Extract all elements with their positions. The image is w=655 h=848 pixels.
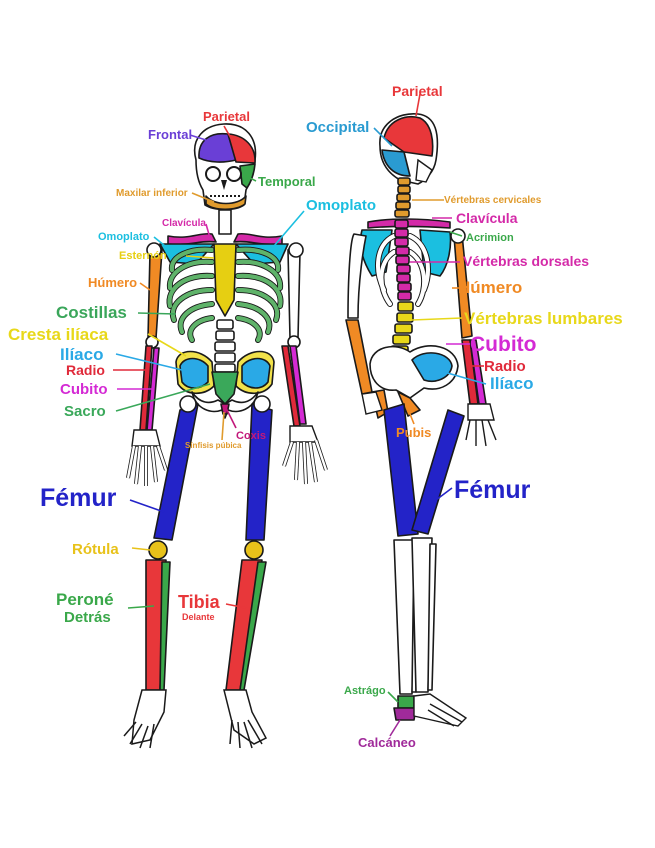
label-cubito-front: Cubito (60, 381, 107, 398)
label-vertebras-cervicales: Vértebras cervicales (444, 195, 542, 206)
label-costillas: Costillas (56, 303, 127, 322)
back-hand-right (465, 403, 497, 447)
label-perone-detras: Detrás (64, 609, 111, 626)
front-iliac-right-inner (241, 357, 271, 389)
front-neck (218, 209, 232, 235)
front-hand-right (282, 425, 328, 485)
label-maxilar-inferior: Maxilar inferior (116, 188, 188, 199)
back-iliac-fill (411, 352, 453, 382)
label-clavicula-back: Clavícula (456, 210, 518, 226)
label-parietal-front: Parietal (203, 109, 250, 124)
label-perone: Peroné (56, 590, 114, 609)
label-astrago: Astrágo (344, 685, 386, 697)
front-ribcage (166, 246, 284, 343)
front-clavicle (167, 232, 283, 246)
leader-lines (113, 93, 487, 737)
nose-cavity (221, 180, 227, 190)
label-humero-front: Húmero (88, 275, 137, 290)
back-dorsal-vertebrae (375, 219, 431, 307)
front-humerus-right (287, 245, 302, 339)
back-cervical-vertebrae (394, 177, 411, 218)
label-tibia-delante: Delante (182, 612, 215, 622)
back-foot (413, 693, 468, 727)
label-iliaco-back: Ilíaco (490, 374, 533, 393)
label-acrimion: Acrimion (466, 232, 514, 244)
front-foot-left (123, 689, 167, 749)
label-clavicula-front: Clavícula (162, 218, 206, 229)
back-calcaneus (393, 707, 417, 721)
front-patella-right (244, 540, 264, 560)
label-vertebras-dorsales: Vértebras dorsales (463, 253, 589, 269)
back-parietal-bone (383, 116, 434, 157)
label-frontal: Frontal (148, 127, 192, 142)
label-occipital: Occipital (306, 119, 369, 136)
label-tibia: Tibia (178, 592, 221, 612)
left-eye-socket (205, 166, 221, 182)
label-temporal: Temporal (258, 174, 316, 189)
front-sacrum (211, 371, 239, 405)
back-pelvis (369, 345, 459, 419)
back-hand-left (361, 391, 383, 415)
back-skull-jaw (415, 158, 433, 183)
front-hand-left (126, 429, 168, 486)
label-femur-back: Fémur (454, 476, 531, 504)
back-talus (397, 695, 415, 709)
label-omoplato-front-big: Omoplato (306, 197, 376, 214)
back-occipital-bone (381, 149, 411, 177)
front-femur-left (153, 403, 199, 541)
back-femur-right (411, 409, 465, 535)
label-calcaneo: Calcáneo (358, 735, 416, 750)
front-skeleton (123, 123, 328, 749)
maxilar-inferior-bone (205, 195, 247, 211)
back-fibula-right (427, 543, 437, 691)
front-patella-left (148, 540, 168, 560)
back-skeleton (345, 113, 497, 727)
label-parietal-back: Parietal (392, 83, 443, 99)
back-forearm-left (345, 319, 373, 395)
label-sacro: Sacro (64, 403, 106, 420)
front-iliac-left-inner (179, 357, 209, 389)
front-skull (193, 123, 257, 211)
label-radio-back: Radio (484, 358, 526, 375)
back-femur-left (383, 403, 419, 537)
front-pelvis (175, 350, 275, 419)
label-iliaco-front: Ilíaco (60, 345, 103, 364)
label-omoplato-front-small: Omoplato (98, 231, 150, 243)
back-labels: Parietal Occipital Vértebras cervicales … (306, 83, 623, 750)
front-foot-right (223, 689, 268, 749)
parietal-bone-front (227, 133, 256, 164)
front-labels: Parietal Frontal Temporal Maxilar inferi… (8, 109, 376, 626)
front-spine (214, 319, 236, 373)
back-clavicle (367, 218, 451, 229)
label-humero-back: Húmero (458, 278, 522, 297)
label-sinfisis-pubica: Sínfisis púbica (185, 441, 242, 450)
label-esternon: Esternón (119, 250, 167, 262)
front-femur-right (245, 403, 273, 541)
label-cubito-back: Cubito (470, 333, 536, 356)
label-femur-front: Fémur (40, 484, 117, 512)
label-vertebras-lumbares: Vértebras lumbares (464, 309, 623, 328)
front-ulna-right (289, 345, 307, 425)
right-eye-socket (226, 166, 242, 182)
label-pubis: Pubis (396, 425, 431, 440)
label-radio-front: Radio (66, 362, 105, 378)
label-rotula: Rótula (72, 541, 119, 558)
label-coxis: Coxis (236, 430, 266, 442)
label-cresta-iliaca: Cresta ilíaca (8, 325, 109, 344)
back-tibia-right (411, 537, 433, 693)
back-humerus-left (347, 233, 367, 319)
front-fibula-left (159, 561, 171, 691)
front-sternum (213, 243, 237, 317)
